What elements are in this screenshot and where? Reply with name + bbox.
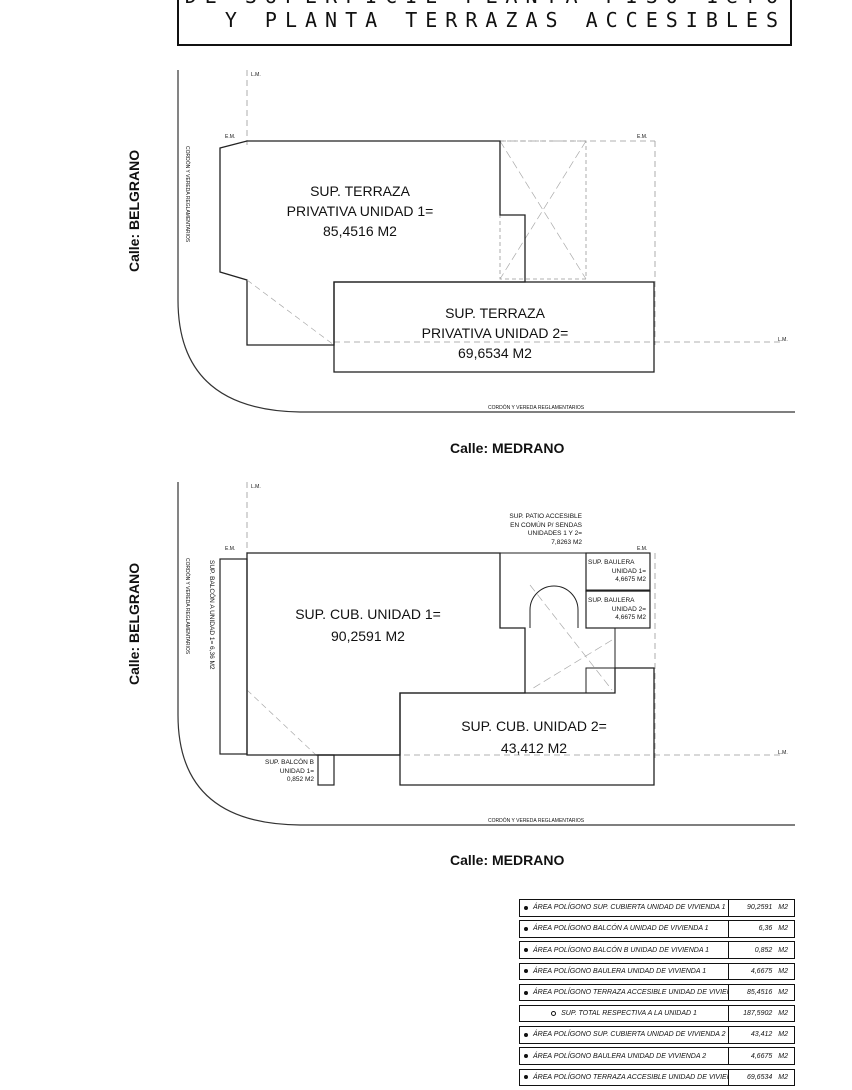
bullet-icon: [524, 948, 528, 953]
area-row: ÁREA POLÍGONO TERRAZA ACCESIBLE UNIDAD D…: [519, 983, 795, 1002]
area-row-label: ÁREA POLÍGONO SUP. CUBIERTA UNIDAD DE VI…: [519, 899, 729, 917]
lm-mark: L.M.: [251, 72, 261, 78]
terrace-plan-drawing: [177, 70, 795, 413]
area-row-label: SUP. TOTAL RESPECTIVA A LA UNIDAD 1: [519, 1004, 729, 1023]
balcony-b-label: SUP. BALCÓN B UNIDAD 1= 0,852 M2: [264, 759, 314, 783]
area-row: ÁREA POLÍGONO BALCÓN A UNIDAD DE VIVIEND…: [519, 920, 795, 938]
area-row: ÁREA POLÍGONO BAULERA UNIDAD DE VIVIENDA…: [519, 962, 795, 981]
area-row-label: ÁREA POLÍGONO TERRAZA ACCESIBLE UNIDAD D…: [519, 983, 729, 1002]
bullet-icon: [551, 1011, 557, 1017]
title-box: SILUETAS DE SUPERFICIE PLANTA PISO 1ero …: [177, 0, 792, 46]
area-row: ÁREA POLÍGONO BAULERA UNIDAD DE VIVIENDA…: [519, 1047, 795, 1065]
cordon-label-vertical: CORDÓN Y VEREDA REGLAMENTARIOS: [184, 558, 190, 655]
covered-unit-2-label: SUP. CUB. UNIDAD 2= 43,412 M2: [461, 718, 607, 756]
area-row: ÁREA POLÍGONO SUP. CUBIERTA UNIDAD DE VI…: [519, 1026, 795, 1044]
bullet-icon: [524, 1075, 528, 1080]
area-summary-table: ÁREA POLÍGONO SUP. CUBIERTA UNIDAD DE VI…: [519, 899, 795, 1090]
em-mark: E.M.: [225, 134, 236, 140]
patio-label: SUP. PATIO ACCESIBLE EN COMÚN P/ SENDAS …: [509, 513, 582, 546]
area-row-label: ÁREA POLÍGONO BALCÓN B UNIDAD DE VIVIEND…: [519, 941, 729, 959]
bullet-icon: [524, 990, 528, 995]
title-line-1: SILUETAS DE SUPERFICIE PLANTA PISO 1ero: [179, 0, 786, 8]
terrace-unit-1-label: SUP. TERRAZA PRIVATIVA UNIDAD 1= 85,4516…: [286, 183, 434, 239]
bullet-icon: [524, 1054, 528, 1059]
area-row-label: ÁREA POLÍGONO SUP. CUBIERTA UNIDAD DE VI…: [519, 1026, 729, 1044]
floor-plan-drawing: [177, 482, 795, 826]
lm-mark: L.M.: [778, 750, 788, 756]
area-row: ÁREA POLÍGONO SUP. CUBIERTA UNIDAD DE VI…: [519, 899, 795, 917]
balcony-a-label: SUP. BALCÓN A UNIDAD 1= 6,36 M2: [208, 560, 215, 670]
bullet-icon: [524, 1032, 528, 1037]
em-mark: E.M.: [637, 134, 648, 140]
lm-mark: L.M.: [251, 484, 261, 490]
terrace-unit-2-label: SUP. TERRAZA PRIVATIVA UNIDAD 2= 69,6534…: [421, 305, 569, 361]
area-row-label: ÁREA POLÍGONO TERRAZA ACCESIBLE UNIDAD D…: [519, 1068, 729, 1086]
area-row-label: ÁREA POLÍGONO BALCÓN A UNIDAD DE VIVIEND…: [519, 920, 729, 938]
covered-unit-1-label: SUP. CUB. UNIDAD 1= 90,2591 M2: [295, 606, 441, 644]
lm-mark: L.M.: [778, 337, 788, 343]
bullet-icon: [524, 905, 528, 910]
area-row: ÁREA POLÍGONO BALCÓN B UNIDAD DE VIVIEND…: [519, 941, 795, 959]
street-medrano-1: Calle: MEDRANO: [450, 440, 565, 456]
cordon-label: CORDÓN Y VEREDA REGLAMENTARIOS: [488, 818, 585, 824]
bullet-icon: [524, 969, 528, 974]
street-belgrano-2: Calle: BELGRANO: [126, 562, 142, 685]
area-row-label: ÁREA POLÍGONO BAULERA UNIDAD DE VIVIENDA…: [519, 962, 729, 981]
em-mark: E.M.: [637, 546, 648, 552]
title-line-2: Y PLANTA TERRAZAS ACCESIBLES: [224, 8, 786, 32]
area-row-label: ÁREA POLÍGONO BAULERA UNIDAD DE VIVIENDA…: [519, 1047, 729, 1065]
em-mark: E.M.: [225, 546, 236, 552]
baulera-unit-2-label: SUP. BAULERA UNIDAD 2= 4,6675 M2: [588, 597, 646, 621]
area-row: ÁREA POLÍGONO TERRAZA ACCESIBLE UNIDAD D…: [519, 1068, 795, 1086]
bullet-icon: [524, 926, 528, 931]
baulera-unit-1-label: SUP. BAULERA UNIDAD 1= 4,6675 M2: [588, 559, 646, 583]
cordon-label: CORDÓN Y VEREDA REGLAMENTARIOS: [488, 405, 585, 411]
street-medrano-2: Calle: MEDRANO: [450, 852, 565, 868]
